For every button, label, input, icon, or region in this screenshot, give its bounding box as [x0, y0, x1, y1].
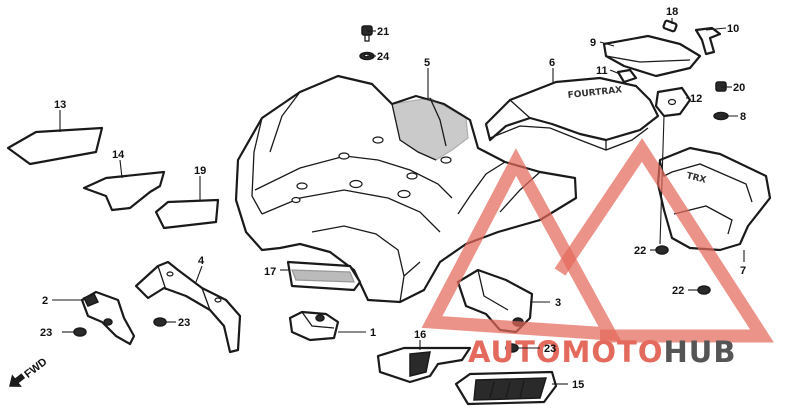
watermark-text-moto: MOTO	[562, 335, 664, 369]
front-carrier-cover: FOURTRAX	[484, 76, 660, 151]
fwd-arrow-icon	[9, 373, 26, 387]
callout-5: 5	[424, 57, 430, 69]
watermark-triangle-right	[554, 138, 774, 343]
callout-24: 24	[377, 51, 390, 63]
callout-7: 7	[740, 265, 746, 277]
callout-4: 4	[198, 255, 205, 267]
emblem-15	[454, 370, 558, 406]
carrier-brand-emblem: TRX	[685, 171, 707, 186]
watermark-text-auto: AUTO	[468, 335, 562, 369]
block-1	[288, 310, 340, 342]
callout-17: 17	[264, 266, 276, 278]
nut-23-left	[73, 327, 87, 337]
callout-21: 21	[377, 26, 389, 38]
callouts: 21 24 5 6 9 10 18 11 12 20 8 7 22 22 13 …	[40, 6, 746, 391]
decal-14	[82, 170, 166, 212]
callout-11: 11	[596, 65, 608, 77]
clip-18	[662, 19, 678, 33]
nut-22-upper	[655, 245, 669, 255]
callout-12: 12	[690, 93, 702, 105]
callout-23-mid: 23	[178, 317, 190, 329]
watermark: AUTOMOTOHUB	[421, 138, 774, 369]
emblem-16	[376, 346, 472, 384]
callout-18: 18	[666, 6, 678, 18]
nut-22-lower	[697, 285, 711, 295]
callout-9: 9	[590, 37, 596, 49]
watermark-triangle-left	[421, 148, 622, 342]
top-cover	[602, 34, 702, 78]
hook-bracket	[694, 26, 722, 56]
callout-16: 16	[414, 329, 426, 341]
callout-22-upper: 22	[634, 245, 646, 257]
fwd-arrow: FWD	[9, 356, 50, 387]
callout-20: 20	[733, 82, 745, 94]
callout-1: 1	[370, 327, 376, 339]
callout-23-left: 23	[40, 327, 52, 339]
watermark-text-hub: HUB	[664, 335, 737, 369]
callout-3: 3	[555, 297, 561, 309]
bolt-21	[361, 25, 373, 42]
side-strip-17	[286, 260, 362, 292]
callout-8: 8	[740, 111, 746, 123]
callout-19: 19	[194, 165, 206, 177]
leader-lines	[52, 18, 745, 385]
callout-10: 10	[727, 23, 739, 35]
callout-2: 2	[42, 295, 48, 307]
bracket-4	[134, 260, 242, 354]
callout-22-lower: 22	[672, 285, 684, 297]
fwd-label: FWD	[22, 356, 49, 381]
nut-23-mid	[153, 317, 167, 327]
callout-6: 6	[549, 57, 555, 69]
bracket-2	[80, 290, 136, 346]
plate-19	[154, 198, 220, 230]
rear-fender	[234, 74, 578, 304]
callout-23-right: 23	[544, 343, 556, 355]
callout-13: 13	[54, 99, 66, 111]
callout-15: 15	[572, 379, 584, 391]
bracket-11	[616, 68, 638, 84]
callout-14: 14	[112, 149, 125, 161]
watermark-text: AUTOMOTOHUB	[468, 335, 736, 369]
mat-13	[6, 126, 104, 166]
